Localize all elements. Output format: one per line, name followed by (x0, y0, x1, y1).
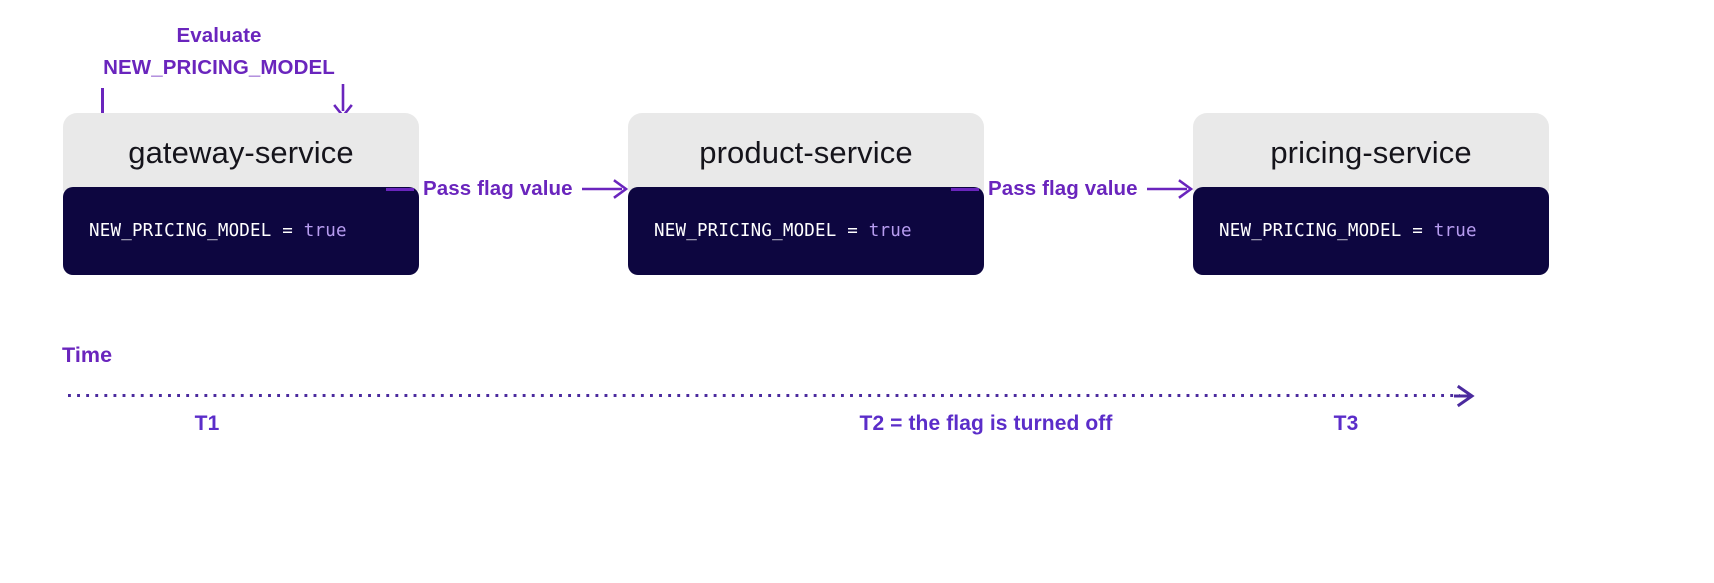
flag-value: true (1433, 221, 1477, 241)
flag-name: NEW_PRICING_MODEL (89, 221, 272, 241)
connector-product-to-pricing: Pass flag value (951, 172, 1193, 206)
service-card-header: product-service (628, 113, 984, 191)
service-card-gateway-service: gateway-service NEW_PRICING_MODEL = true (63, 113, 419, 275)
connector-label: Pass flag value (988, 176, 1138, 200)
evaluate-annotation-line-2: NEW_PRICING_MODEL (103, 56, 335, 80)
service-card-pricing-service: pricing-service NEW_PRICING_MODEL = true (1193, 113, 1549, 275)
service-flag-code-block: NEW_PRICING_MODEL = true (63, 187, 419, 275)
flag-operator: = (271, 221, 304, 241)
connector-line (386, 187, 414, 191)
connector-gateway-to-product: Pass flag value (386, 172, 628, 206)
service-card-product-service: product-service NEW_PRICING_MODEL = true (628, 113, 984, 275)
service-name: gateway-service (128, 134, 354, 170)
dotted-arrow-right-icon (1454, 384, 1475, 408)
connector-line (951, 187, 979, 191)
service-card-header: gateway-service (63, 113, 419, 191)
flag-name: NEW_PRICING_MODEL (654, 221, 837, 241)
timeline-tick-t1: T1 (194, 412, 220, 435)
service-name: pricing-service (1270, 134, 1472, 170)
flag-value: true (303, 221, 347, 241)
flag-expression: NEW_PRICING_MODEL = true (89, 221, 347, 241)
timeline-tick-t3: T3 (1333, 412, 1359, 435)
timeline-axis (68, 384, 1480, 408)
flag-operator: = (836, 221, 869, 241)
service-flag-code-block: NEW_PRICING_MODEL = true (1193, 187, 1549, 275)
vertical-tick-icon (101, 88, 104, 114)
flag-name: NEW_PRICING_MODEL (1219, 221, 1402, 241)
flag-expression: NEW_PRICING_MODEL = true (654, 221, 912, 241)
evaluate-annotation-line-1: Evaluate (176, 24, 262, 47)
flag-value: true (868, 221, 912, 241)
service-card-header: pricing-service (1193, 113, 1549, 191)
timeline-dotted-line (68, 394, 1460, 397)
connector-label: Pass flag value (423, 176, 573, 200)
arrow-right-icon (581, 179, 628, 199)
timeline-title: Time (62, 343, 113, 367)
evaluate-annotation: Evaluate NEW_PRICING_MODEL (64, 20, 374, 85)
service-flag-code-block: NEW_PRICING_MODEL = true (628, 187, 984, 275)
flag-operator: = (1401, 221, 1434, 241)
flag-expression: NEW_PRICING_MODEL = true (1219, 221, 1477, 241)
service-name: product-service (699, 134, 913, 170)
arrow-right-icon (1146, 179, 1193, 199)
timeline-tick-t2: T2 = the flag is turned off (859, 412, 1113, 435)
